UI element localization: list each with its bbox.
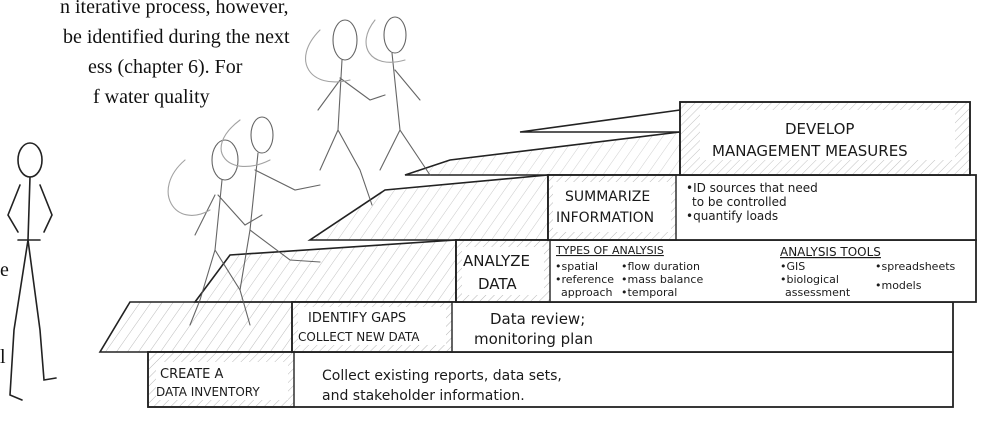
tread-4	[404, 131, 681, 176]
analysis-tool-biological: •biological	[780, 273, 839, 286]
document-text-margin-1: e	[0, 259, 9, 281]
document-text-line-1: n iterative process, however,	[60, 0, 289, 18]
step-1-title-bg	[156, 362, 288, 400]
step-4-description-line-3: •quantify loads	[686, 209, 778, 223]
step-2-title-line-2: COLLECT NEW DATA	[298, 330, 420, 344]
step-4-title-line-2: INFORMATION	[556, 210, 654, 226]
step-5-title-line-2: MANAGEMENT MEASURES	[712, 142, 908, 160]
tread-2	[193, 239, 457, 303]
step-4-description-line-2: to be controlled	[692, 195, 787, 209]
document-text-line-3: ess (chapter 6). For	[88, 56, 243, 78]
step-4-description-line-1: •ID sources that need	[686, 181, 818, 195]
step-1-description-line-2: and stakeholder information.	[322, 388, 525, 404]
analysis-types-header: TYPES OF ANALYSIS	[555, 244, 664, 257]
step-2-description-line-1: Data review;	[490, 310, 585, 328]
step-3-title-bg	[462, 247, 544, 295]
analysis-tool-gis: •GIS	[780, 260, 805, 273]
step-5-title-line-1: DEVELOP	[785, 120, 854, 138]
title-panels	[147, 101, 971, 408]
tread-3	[307, 174, 549, 241]
step-4-title-bg	[553, 182, 671, 232]
document-text-line-4: f water quality	[93, 86, 210, 108]
step-5-title-bg	[700, 110, 955, 160]
document-text-line-2: be identified during the next	[63, 26, 290, 48]
step-1-title-line-2: DATA INVENTORY	[156, 385, 260, 399]
analysis-type-temporal: •temporal	[621, 286, 677, 299]
analysis-tools-header: ANALYSIS TOOLS	[780, 245, 881, 259]
climbing-figures	[167, 16, 431, 326]
analysis-type-flow-duration: •flow duration	[621, 260, 700, 273]
step-2-title-bg	[298, 307, 446, 345]
step-2-description-line-2: monitoring plan	[474, 330, 593, 348]
step-3-title-line-2: DATA	[478, 275, 517, 293]
analysis-type-spatial: •spatial	[555, 260, 598, 273]
analysis-tool-models: •models	[875, 279, 922, 292]
analysis-type-mass-balance: •mass balance	[621, 273, 703, 286]
step-2-title-line-1: IDENTIFY GAPS	[308, 311, 406, 326]
analysis-type-reference-cont: approach	[561, 286, 613, 299]
analysis-type-reference: •reference	[555, 273, 614, 286]
step-1-title-line-1: CREATE A	[160, 367, 223, 382]
document-text-margin-2: l	[0, 346, 6, 368]
standing-stick-figure	[7, 142, 57, 401]
analysis-tool-spreadsheets: •spreadsheets	[875, 260, 956, 273]
tread-1	[98, 301, 295, 353]
step-1-description-line-1: Collect existing reports, data sets,	[322, 368, 562, 384]
step-3-title-line-1: ANALYZE	[463, 252, 530, 270]
step-4-title-line-1: SUMMARIZE	[565, 189, 650, 205]
analysis-tool-biological-cont: assessment	[785, 286, 851, 299]
